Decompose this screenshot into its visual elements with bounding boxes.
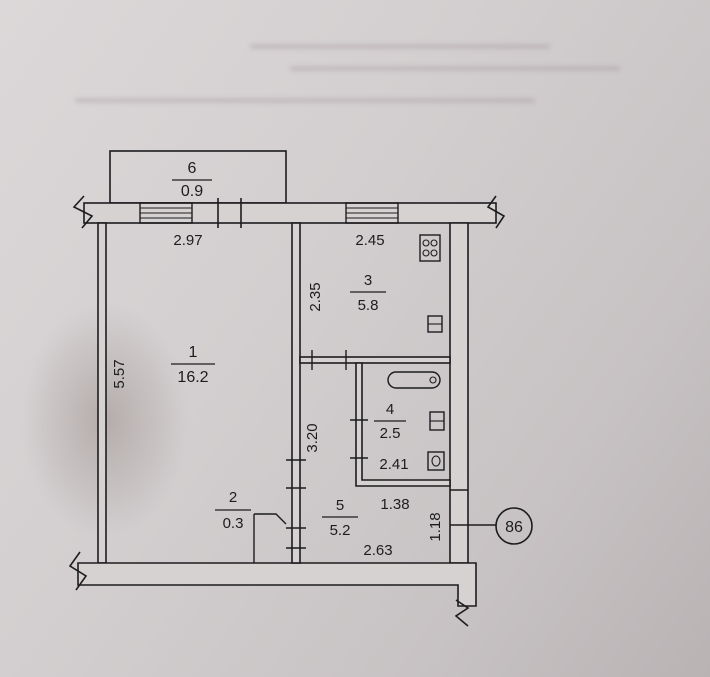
dimension-bath-width: 1.38 bbox=[380, 496, 409, 513]
dimension-corridor-length: 3.20 bbox=[304, 423, 321, 452]
dimension-room3-width: 2.45 bbox=[355, 232, 384, 249]
window-room-3 bbox=[345, 202, 399, 224]
apartment-number: 86 bbox=[505, 519, 523, 536]
partition-room3-bath bbox=[299, 356, 451, 364]
kitchen-sink-icon bbox=[427, 315, 443, 333]
room-2-number: 2 bbox=[229, 489, 237, 506]
room-3-area: 5.8 bbox=[358, 297, 379, 314]
balcony-door bbox=[217, 198, 242, 228]
dimension-bath-length: 2.41 bbox=[379, 456, 408, 473]
room-5-area: 5.2 bbox=[330, 522, 351, 539]
bottom-wall-break-right bbox=[454, 599, 470, 627]
window-room-1 bbox=[139, 202, 193, 224]
room-1-area: 16.2 bbox=[177, 369, 208, 386]
bottom-wall-break-left bbox=[68, 551, 88, 591]
dimension-hall-width: 2.63 bbox=[363, 542, 392, 559]
apartment-number-circle bbox=[495, 507, 533, 545]
right-exterior-wall bbox=[449, 222, 469, 564]
room-1-number: 1 bbox=[189, 344, 198, 361]
top-wall-break-left bbox=[72, 195, 94, 229]
room-4-area: 2.5 bbox=[380, 425, 401, 442]
left-exterior-wall bbox=[97, 222, 107, 564]
room-6-area: 0.9 bbox=[181, 183, 203, 200]
toilet-icon bbox=[427, 451, 445, 471]
room-2-area: 0.3 bbox=[223, 515, 244, 532]
room-3-number: 3 bbox=[364, 272, 372, 289]
dimension-room1-length: 5.57 bbox=[111, 359, 128, 388]
faded-print-line bbox=[290, 66, 620, 71]
room-5-number: 5 bbox=[336, 497, 344, 514]
partition-room1-room3 bbox=[291, 222, 301, 564]
faded-print-line bbox=[75, 98, 535, 103]
bathroom-sink-icon bbox=[429, 411, 445, 431]
dimension-room1-width: 2.97 bbox=[173, 232, 202, 249]
bathtub-icon bbox=[387, 371, 441, 389]
closet-outline bbox=[253, 513, 287, 563]
dimension-hall-depth: 1.18 bbox=[427, 512, 444, 541]
room-4-number: 4 bbox=[386, 401, 394, 418]
stove-icon bbox=[419, 234, 441, 262]
room-6-number: 6 bbox=[188, 160, 197, 177]
bottom-exterior-wall bbox=[77, 562, 477, 607]
top-wall-break-right bbox=[486, 195, 506, 229]
bathroom-wall bbox=[355, 362, 451, 487]
faded-print-line bbox=[250, 44, 550, 49]
dimension-room3-length: 2.35 bbox=[307, 282, 324, 311]
